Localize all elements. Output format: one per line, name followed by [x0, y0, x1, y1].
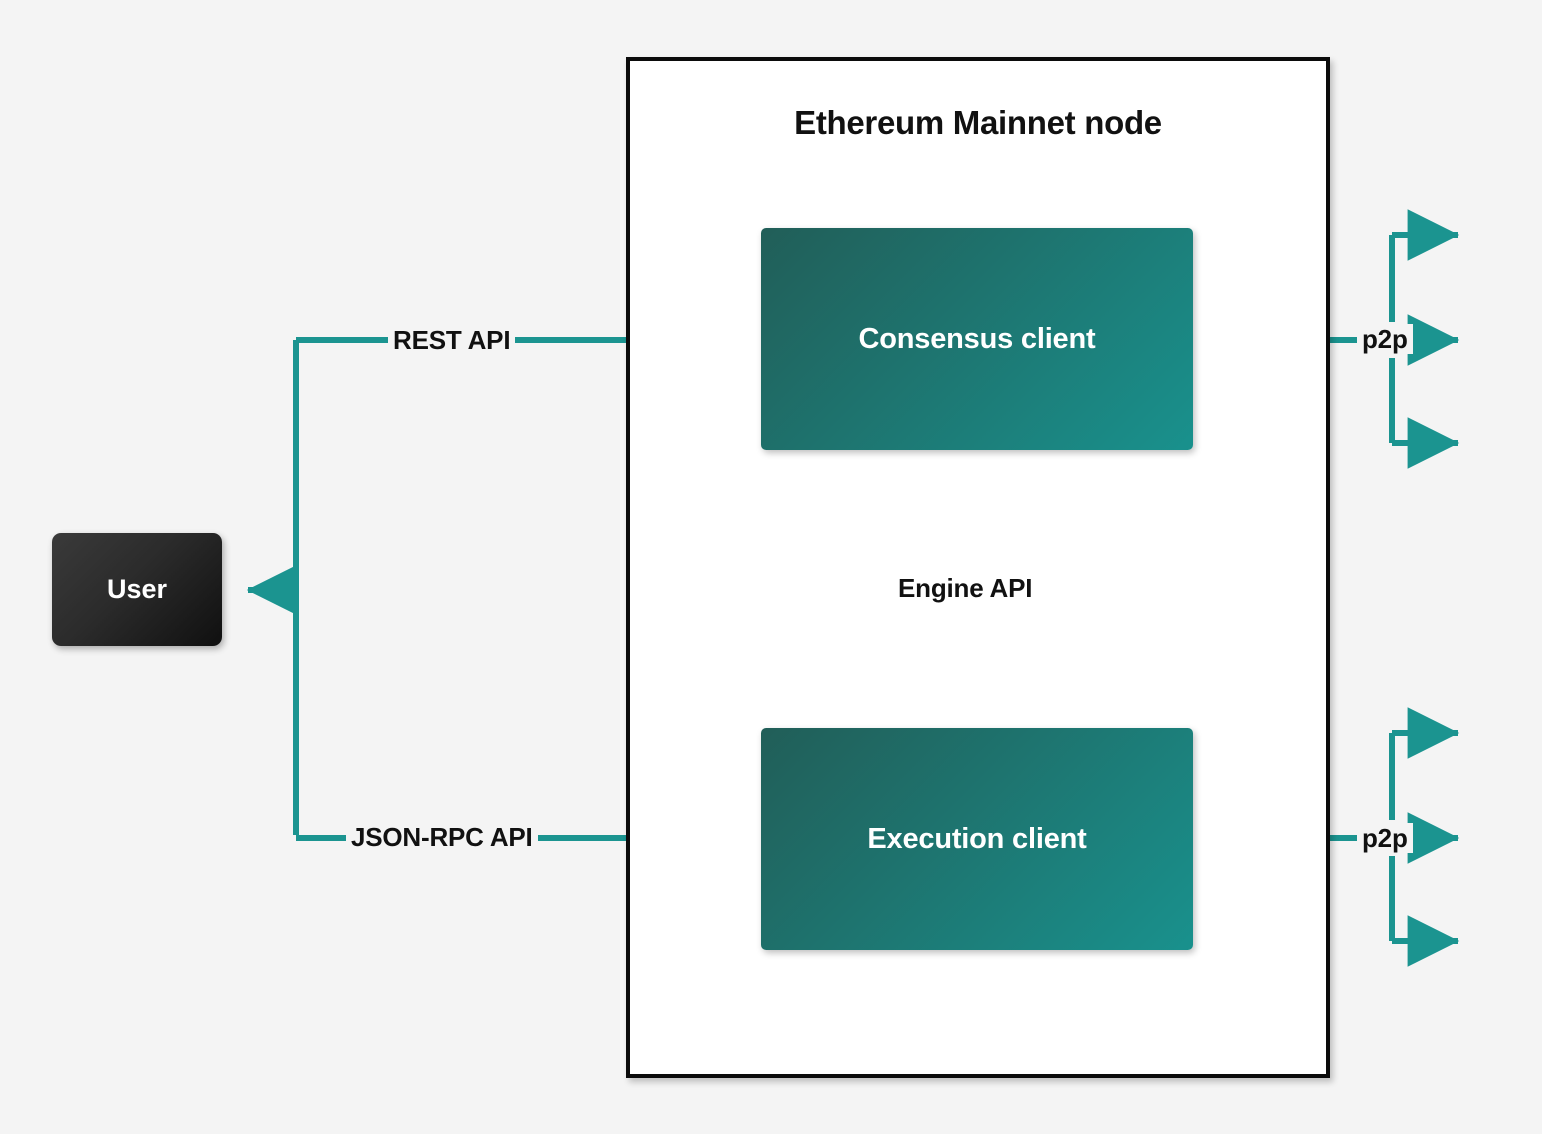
p2p-top-edge-text: p2p — [1357, 324, 1413, 354]
rest-api-edge-text: REST API — [388, 325, 516, 355]
engine-api-edge-label: Engine API — [893, 573, 1038, 604]
p2p-top-edge-label: p2p — [1357, 324, 1413, 355]
node-container-title: Ethereum Mainnet node — [794, 104, 1162, 141]
user-label: User — [106, 574, 168, 604]
consensus-client-node[interactable]: Consensus client — [761, 228, 1193, 450]
execution-client-label: Execution client — [867, 822, 1087, 855]
p2p-bottom-edge-label: p2p — [1357, 823, 1413, 854]
engine-api-edge-text: Engine API — [893, 573, 1038, 603]
rest-api-edge-label: REST API — [388, 325, 516, 356]
json-rpc-api-edge-label: JSON-RPC API — [346, 822, 538, 853]
json-rpc-api-edge-text: JSON-RPC API — [346, 822, 538, 852]
execution-client-node[interactable]: Execution client — [761, 728, 1193, 950]
consensus-client-label: Consensus client — [858, 322, 1096, 355]
p2p-bottom-edge-text: p2p — [1357, 823, 1413, 853]
user-node[interactable]: User — [52, 533, 222, 646]
